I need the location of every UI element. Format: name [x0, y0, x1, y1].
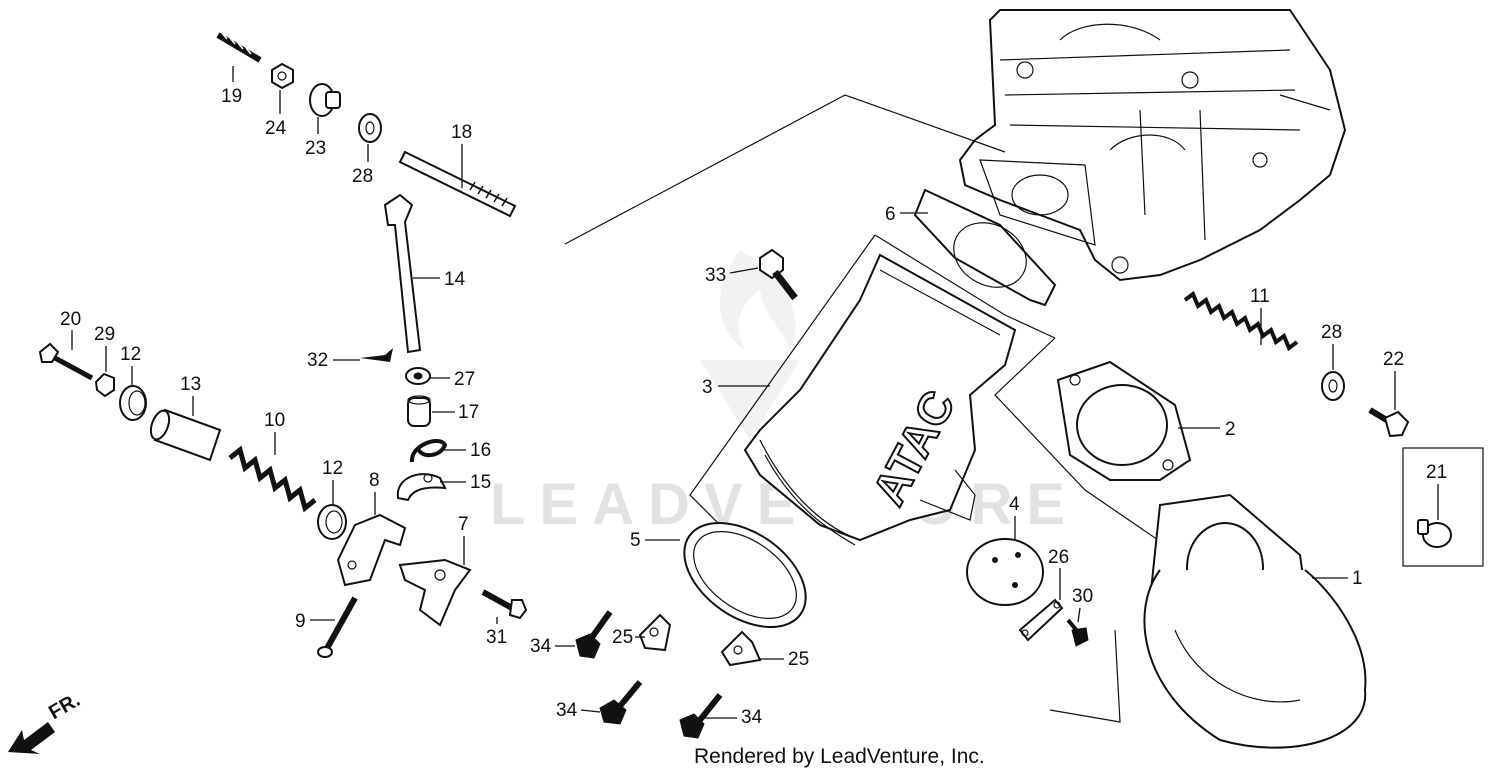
part-31-bolt — [481, 589, 528, 620]
part-26-link — [1018, 598, 1064, 642]
box-part-21 — [1402, 447, 1484, 567]
callout-label: 4 — [1009, 494, 1020, 515]
callout-label: 28 — [352, 166, 373, 187]
part-17-collar — [407, 395, 431, 427]
part-2-gasket — [1056, 360, 1192, 481]
direction-label: FR. — [45, 689, 84, 724]
watermark-flame-icon — [700, 250, 800, 440]
callout-label: 10 — [264, 410, 285, 431]
callout-label: 3 — [702, 377, 713, 398]
part-22-bolt — [1368, 407, 1410, 438]
part-4-plate — [966, 538, 1044, 606]
callout-label: 27 — [454, 369, 475, 390]
part-29-nut — [94, 372, 115, 398]
callout-label: 20 — [60, 309, 81, 330]
callout-label: 29 — [94, 324, 115, 345]
frame-line-top — [874, 234, 1056, 339]
callout-label: 5 — [630, 530, 641, 551]
callout-label: 1 — [1352, 568, 1363, 589]
part-34-bolt-2 — [599, 680, 643, 725]
part-6-gasket — [913, 188, 1057, 307]
callout-label: 34 — [556, 700, 578, 721]
part-7-cam-arm — [398, 558, 472, 627]
part-25-clip-left — [638, 613, 672, 652]
callouts: 1 2 3 4 5 6 7 8 9 10 11 12 12 13 14 15 1 — [60, 66, 1447, 728]
part-25-clip-right — [720, 630, 762, 667]
callout-label: 13 — [180, 374, 201, 395]
part-12-cap-right — [317, 504, 347, 540]
callout-label: 28 — [1321, 322, 1342, 343]
part-10-spring — [228, 445, 317, 513]
engine-cylinder — [958, 9, 1347, 282]
callout-label: 32 — [307, 350, 328, 371]
callout-label: 6 — [885, 204, 896, 225]
callout-label: 12 — [322, 458, 343, 479]
part-16-spring — [410, 439, 448, 463]
part-5-band — [683, 521, 807, 629]
part-11-spring — [1183, 290, 1299, 352]
part-30-screw — [1066, 618, 1089, 647]
callout-label: 17 — [458, 402, 479, 423]
part-23-cap-nut — [309, 83, 341, 117]
part-21-cap-bolt — [1417, 519, 1452, 548]
callout-label: 18 — [451, 122, 472, 143]
part-34-bolt-3 — [679, 693, 723, 739]
callout-label: 7 — [458, 514, 469, 535]
callout-label: 14 — [444, 269, 466, 290]
callout-label: 11 — [1250, 286, 1270, 307]
callout-label: 31 — [486, 627, 507, 648]
part-28-washer — [358, 113, 382, 143]
part-18-shaft — [398, 150, 517, 218]
callout-label: 9 — [295, 611, 306, 632]
part-27-washer — [405, 367, 431, 385]
callout-label: 34 — [741, 707, 763, 728]
callout-label: 21 — [1426, 462, 1447, 483]
callout-label: 12 — [120, 344, 141, 365]
part-3-atac-duct: ATAC — [743, 253, 1017, 546]
part-13-sleeve — [149, 408, 222, 462]
callout-label: 34 — [530, 636, 552, 657]
part-34-bolt-1 — [575, 610, 613, 659]
part-28-washer-right — [1321, 371, 1345, 401]
frame-line-bottom — [1049, 629, 1121, 723]
part-12-cap-left — [119, 385, 147, 421]
part-15-arm — [396, 473, 447, 502]
part-9-pin — [317, 596, 358, 658]
callout-label: 2 — [1225, 419, 1236, 440]
callout-label: 16 — [470, 440, 491, 461]
callout-label: 8 — [369, 470, 380, 491]
callout-label: 22 — [1383, 349, 1404, 370]
callout-label: 33 — [705, 265, 726, 286]
part-19-stud — [216, 32, 262, 63]
callout-label: 24 — [265, 118, 287, 139]
part-14-lever-rod — [383, 193, 422, 354]
render-credit: Rendered by LeadVenture, Inc. — [694, 745, 985, 768]
callout-label: 19 — [221, 86, 242, 107]
part-1-muffler — [1143, 493, 1367, 749]
part-20-bolt — [38, 342, 94, 381]
callout-label: 25 — [612, 627, 633, 648]
fr-arrow-icon: FR. — [8, 689, 84, 754]
part-24-nut — [271, 62, 294, 90]
callout-label: 26 — [1048, 547, 1069, 568]
part-32-clip — [360, 348, 393, 362]
callout-label: 25 — [788, 649, 809, 670]
part-8-bracket — [336, 513, 407, 587]
callout-label: 23 — [305, 138, 326, 159]
frame-line-right — [994, 337, 1181, 556]
part-33-bolt — [759, 248, 798, 301]
frame-line-18 — [564, 94, 1006, 245]
callout-label: 15 — [470, 472, 491, 493]
callout-label: 30 — [1072, 586, 1093, 607]
